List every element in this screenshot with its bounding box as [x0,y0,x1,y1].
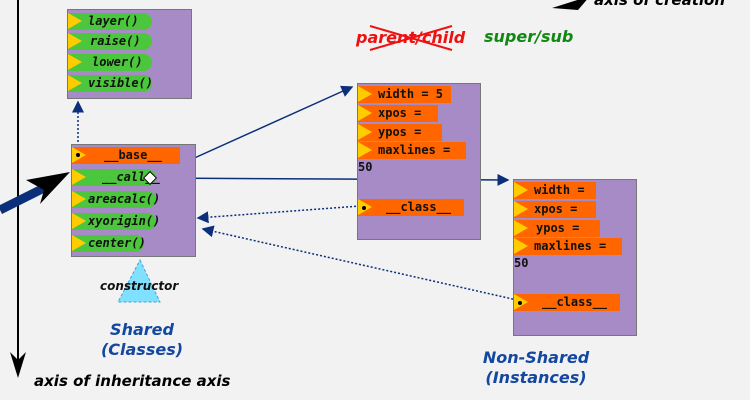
shared-caption: Shared (Classes) [92,320,192,360]
marker-icon [358,105,372,121]
call-entry-line [0,181,51,215]
attribute-row[interactable]: width = 5 [358,86,451,103]
attribute-row[interactable]: maxlines = 50 [514,238,622,270]
attribute-row[interactable]: ypos = 45 [358,124,442,156]
base-attribute[interactable]: __base__ [72,147,180,164]
method-row[interactable]: layer() [68,13,152,30]
method-row[interactable]: visible() [68,75,153,92]
super-sub-heading: super/sub [484,27,574,46]
marker-icon [68,13,82,29]
marker-icon [68,54,82,70]
axis-of-inheritance-label: axis of inheritance axis [34,372,231,390]
instance-1-box: width = 5 xpos = 23 ypos = 45 maxlines =… [357,83,481,240]
dot-icon [76,153,80,157]
top-class-box: layer() raise() lower() visible() [67,9,192,99]
method-row[interactable]: areacalc() [72,191,160,208]
constructor-triangle [117,258,161,303]
marker-icon [72,169,86,185]
marker-icon [514,182,528,198]
creation-axis-arrowhead [552,0,587,10]
constructor-label: constructor [100,279,179,293]
nonshared-caption-line1: Non-Shared [482,348,590,367]
dot-icon [362,206,366,210]
class-reference[interactable]: __class__ [514,294,620,311]
marker-icon [68,33,82,49]
marker-icon [514,220,528,236]
marker-icon [72,191,86,207]
middle-class-box: __base__ __call__ areacalc() xyorigin() … [71,144,196,257]
axis-of-creation-label: axis of creation [594,0,726,9]
attribute-row[interactable]: maxlines = 50 [358,142,466,174]
marker-icon [358,124,372,140]
attribute-row[interactable]: xpos = 23 [514,201,596,233]
nonshared-caption-line2: (Instances) [485,368,587,387]
shared-caption-line2: (Classes) [100,340,184,359]
call-entry-arrowhead [26,172,70,204]
shared-caption-line1: Shared [110,320,174,339]
marker-icon [358,142,372,158]
method-row[interactable]: center() [72,235,146,252]
attribute-row[interactable]: ypos = 45 [514,220,600,252]
marker-icon [358,86,372,102]
method-row[interactable]: raise() [68,33,152,50]
instance2-class-link [201,225,518,301]
class-reference[interactable]: __class__ [358,199,464,216]
inheritance-axis-arrowhead [10,352,26,378]
instance1-class-link [196,205,361,224]
nonshared-caption: Non-Shared (Instances) [466,348,606,388]
attribute-row[interactable]: width = 5 [514,182,596,214]
call-method[interactable]: __call__ [72,169,160,186]
marker-icon [514,238,528,254]
marker-icon [72,235,86,251]
method-row[interactable]: xyorigin() [72,213,160,230]
marker-icon [68,75,82,91]
marker-icon [514,201,528,217]
instance-2-box: width = 5 xpos = 23 ypos = 45 maxlines =… [513,179,637,336]
attribute-row[interactable]: xpos = 23 [358,105,438,137]
parent-child-heading: parent/child [356,28,466,47]
parent-child-strike-2 [369,25,453,51]
marker-icon [72,213,86,229]
method-row[interactable]: lower() [68,54,152,71]
dot-icon [518,301,522,305]
